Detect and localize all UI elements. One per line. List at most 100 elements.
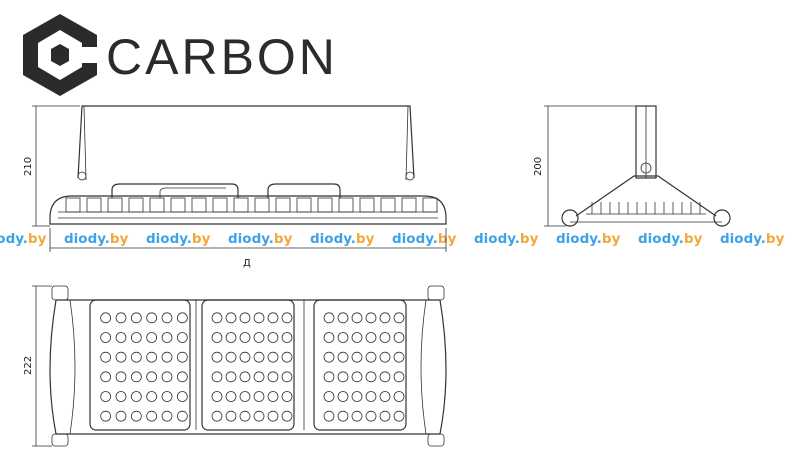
fin (380, 197, 396, 213)
led (146, 332, 158, 343)
led (176, 391, 188, 402)
fin (128, 197, 144, 213)
led (239, 351, 251, 363)
watermark-text: diody.by (392, 231, 457, 247)
led (100, 391, 112, 402)
fin (338, 197, 354, 213)
led (379, 371, 391, 383)
fin (254, 197, 270, 213)
fin (233, 197, 249, 213)
watermark-text: diody.by (0, 231, 47, 247)
led (365, 410, 377, 422)
led (253, 332, 265, 343)
led (393, 351, 405, 363)
led (225, 351, 237, 363)
led (211, 312, 223, 324)
watermark-text: diody.by (64, 231, 129, 247)
led (351, 391, 363, 402)
led (115, 410, 127, 422)
led (351, 351, 363, 363)
led (393, 312, 405, 324)
led (225, 371, 237, 383)
led (253, 410, 265, 422)
led (211, 410, 223, 422)
led (267, 410, 279, 422)
led (281, 371, 293, 383)
fin (275, 197, 291, 213)
led (393, 391, 405, 402)
led (393, 332, 405, 343)
led (100, 371, 112, 383)
led (225, 312, 237, 324)
fin (65, 197, 81, 213)
led (130, 351, 142, 363)
watermark-text: diody.by (556, 231, 621, 247)
carbon-hexagon-icon (23, 14, 97, 96)
bottom-width-label: 222 (23, 356, 34, 375)
led (146, 410, 158, 422)
led (146, 351, 158, 363)
led (161, 332, 173, 343)
fin (86, 197, 102, 213)
led (379, 410, 391, 422)
led (100, 351, 112, 363)
front-view: 210 Д (23, 105, 447, 269)
led (281, 332, 293, 343)
led (176, 410, 188, 422)
led (115, 351, 127, 363)
led (253, 312, 265, 324)
fin (317, 197, 333, 213)
led (267, 371, 279, 383)
led (379, 332, 391, 343)
led (161, 371, 173, 383)
led (323, 351, 335, 363)
led (337, 312, 349, 324)
led (130, 312, 142, 324)
front-height-label: 210 (23, 157, 34, 176)
watermark-text: diody.by (474, 231, 539, 247)
led (365, 332, 377, 343)
led (176, 371, 188, 383)
led (365, 351, 377, 363)
led (176, 332, 188, 343)
led (351, 332, 363, 343)
led (161, 410, 173, 422)
side-view: 200 (533, 105, 731, 227)
led (281, 410, 293, 422)
led (100, 410, 112, 422)
led (211, 351, 223, 363)
side-fins (591, 202, 701, 214)
led (130, 371, 142, 383)
led (267, 391, 279, 402)
led (337, 391, 349, 402)
led (100, 312, 112, 324)
led (100, 332, 112, 343)
led (161, 312, 173, 324)
side-height-label: 200 (533, 157, 544, 176)
led (351, 410, 363, 422)
led (253, 351, 265, 363)
led (267, 332, 279, 343)
led (146, 391, 158, 402)
led (323, 391, 335, 402)
led (161, 351, 173, 363)
led (225, 410, 237, 422)
watermark-text: diody.by (146, 231, 211, 247)
led (337, 351, 349, 363)
led (281, 351, 293, 363)
led (176, 312, 188, 324)
led (393, 410, 405, 422)
led (379, 351, 391, 363)
watermark-text: diody.by (638, 231, 703, 247)
led (211, 391, 223, 402)
fin (359, 197, 375, 213)
led (267, 312, 279, 324)
led (176, 351, 188, 363)
fin (170, 197, 186, 213)
led (211, 332, 223, 343)
watermark-text: diody.by (310, 231, 375, 247)
led (146, 312, 158, 324)
fin (401, 197, 417, 213)
front-length-label: Д (243, 258, 251, 269)
bottom-view: 222 (23, 285, 447, 447)
